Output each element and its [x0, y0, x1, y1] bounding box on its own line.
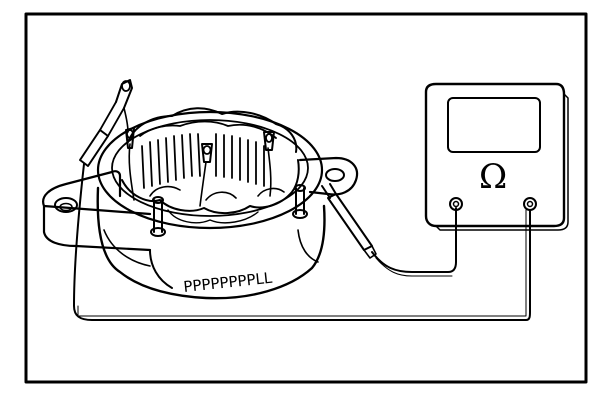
stator-lead-3	[263, 131, 275, 197]
housing-rim-outer	[96, 110, 324, 230]
mount-hole-right	[325, 168, 345, 182]
meter-body	[424, 82, 566, 228]
housing-body	[96, 186, 326, 300]
bolt-post-left	[150, 196, 166, 237]
stator-lead-2	[199, 143, 213, 207]
meter-display	[447, 97, 541, 153]
stator-assembly: PPPPPPPPLL	[42, 107, 359, 300]
housing-rim-inner	[111, 119, 309, 217]
figure-frame	[24, 12, 588, 384]
stator-lead-1	[125, 127, 135, 201]
bolt-post-right	[292, 184, 308, 219]
test-lead-wire-left	[73, 163, 531, 321]
stator-slots	[141, 133, 265, 189]
stator-core-top	[127, 107, 298, 153]
left-test-probe	[79, 79, 133, 167]
meter-terminal-left	[449, 197, 463, 211]
housing-marking: PPPPPPPPLL	[183, 269, 274, 296]
right-test-probe	[321, 183, 377, 259]
meter-terminal-right	[523, 197, 537, 211]
mount-hole-left	[54, 197, 78, 213]
housing-flange-right	[298, 156, 359, 196]
test-lead-wire-right	[371, 207, 457, 273]
ohm-symbol: Ω	[479, 157, 507, 197]
ohmmeter: Ω	[424, 82, 569, 231]
stator-windings	[121, 159, 300, 214]
